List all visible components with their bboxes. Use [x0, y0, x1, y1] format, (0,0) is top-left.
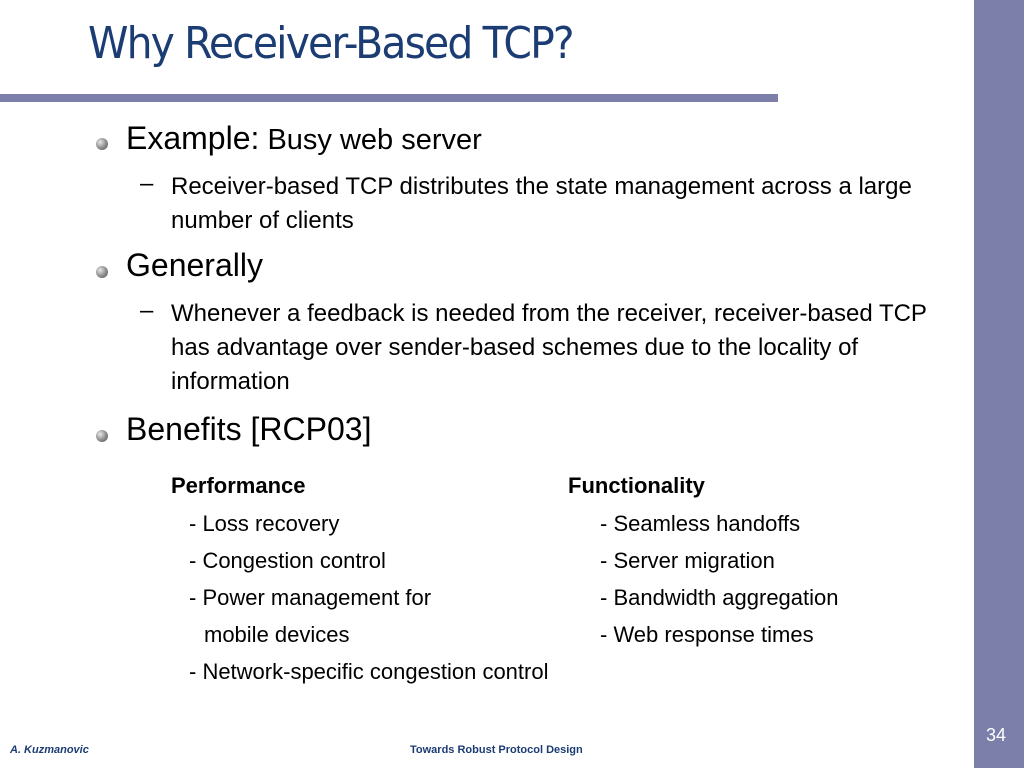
performance-item: - Loss recovery	[189, 511, 340, 536]
bullet-lead: Benefits [RCP03]	[126, 411, 372, 447]
sub-bullet-generally: Whenever a feedback is needed from the r…	[171, 300, 927, 395]
slide-title: Why Receiver-Based TCP?	[88, 18, 575, 69]
bullet-generally: Generally	[126, 247, 263, 284]
dash-icon: –	[140, 297, 154, 324]
functionality-item: - Bandwidth aggregation	[600, 585, 839, 610]
title-underline-rule	[0, 94, 778, 102]
functionality-header: Functionality	[568, 473, 705, 498]
bullet-dot-icon	[96, 430, 108, 442]
performance-header: Performance	[171, 473, 306, 498]
performance-item: - Power management for	[189, 585, 432, 610]
bullet-lead: Example:	[126, 120, 260, 156]
bullet-dot-icon	[96, 138, 108, 150]
footer-talk-title: Towards Robust Protocol Design	[410, 744, 583, 756]
side-decoration-bar	[974, 0, 1024, 768]
dash-icon: –	[140, 170, 154, 197]
bullet-benefits: Benefits [RCP03]	[126, 411, 371, 448]
functionality-item: - Web response times	[600, 622, 814, 647]
bullet-lead: Generally	[126, 247, 263, 283]
functionality-item: - Server migration	[600, 548, 775, 573]
bullet-example: Example: Busy web server	[126, 120, 482, 157]
performance-item: mobile devices	[204, 622, 350, 647]
bullet-rest: Busy web server	[259, 124, 482, 156]
sub-bullet-example: Receiver-based TCP distributes the state…	[171, 173, 912, 234]
page-number: 34	[986, 725, 1007, 745]
bullet-dot-icon	[96, 266, 108, 278]
functionality-item: - Seamless handoffs	[600, 511, 801, 536]
performance-item: - Network-specific congestion control	[189, 659, 549, 684]
performance-item: - Congestion control	[189, 548, 386, 573]
footer-author: A. Kuzmanovic	[10, 744, 89, 756]
